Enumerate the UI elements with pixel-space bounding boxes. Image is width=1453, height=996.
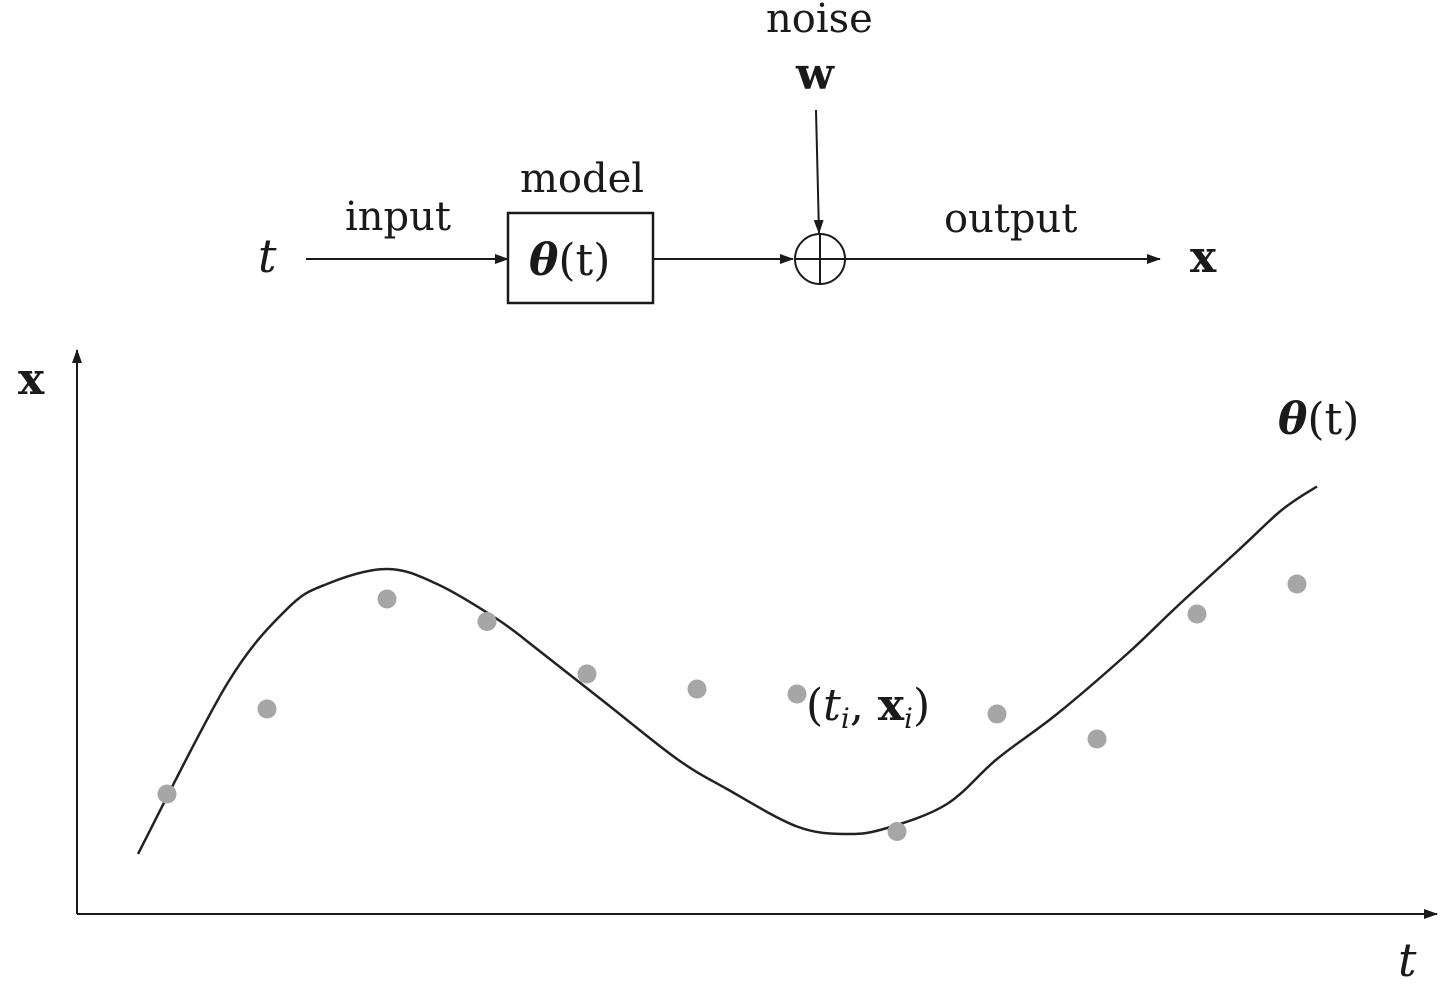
model-label: model (520, 156, 644, 202)
data-point (787, 684, 807, 704)
block-diagram: t input model θ(t) noise w output x (258, 0, 1217, 305)
data-point (1187, 604, 1207, 624)
point-label-t: t (823, 680, 841, 731)
input-symbol: t (258, 229, 277, 283)
data-point (1287, 574, 1307, 594)
data-point (377, 589, 397, 609)
data-point (687, 679, 707, 699)
model-box (506, 211, 655, 305)
circle-plus-icon (794, 233, 846, 285)
curve-label-theta: θ (1278, 394, 1308, 445)
data-point (887, 822, 907, 841)
point-label-open: ( (806, 680, 823, 731)
model-symbol-arg: (t) (558, 235, 610, 286)
point-label-x-sub: i (904, 702, 913, 735)
point-label-x: x (878, 680, 905, 731)
point-label-close: ) (913, 680, 930, 731)
data-point (477, 612, 497, 631)
data-point (157, 784, 177, 804)
data-point (577, 664, 597, 684)
plot: x t θ(t) (ti, xi) (18, 349, 1438, 987)
data-point (987, 704, 1007, 724)
curve-label-arg: (t) (1307, 394, 1359, 445)
data-point (257, 699, 277, 719)
noise-arrow (813, 109, 824, 234)
data-points (157, 574, 1307, 841)
x-axis-label: t (1398, 933, 1417, 987)
y-axis-label: x (18, 354, 45, 405)
data-point (1087, 729, 1107, 749)
model-symbol: θ(t) (529, 235, 610, 286)
noise-label: noise (766, 0, 873, 42)
noise-symbol: w (795, 49, 835, 100)
output-label: output (944, 196, 1077, 242)
series-curve-theta (136, 485, 1318, 855)
output-symbol: x (1190, 232, 1217, 283)
curve-label: θ(t) (1278, 394, 1359, 445)
data-point-label: (ti, xi) (806, 680, 930, 735)
input-label: input (345, 194, 451, 240)
model-symbol-theta: θ (529, 235, 559, 286)
point-label-t-sub: i (841, 702, 850, 735)
point-label-comma: , (850, 680, 878, 731)
